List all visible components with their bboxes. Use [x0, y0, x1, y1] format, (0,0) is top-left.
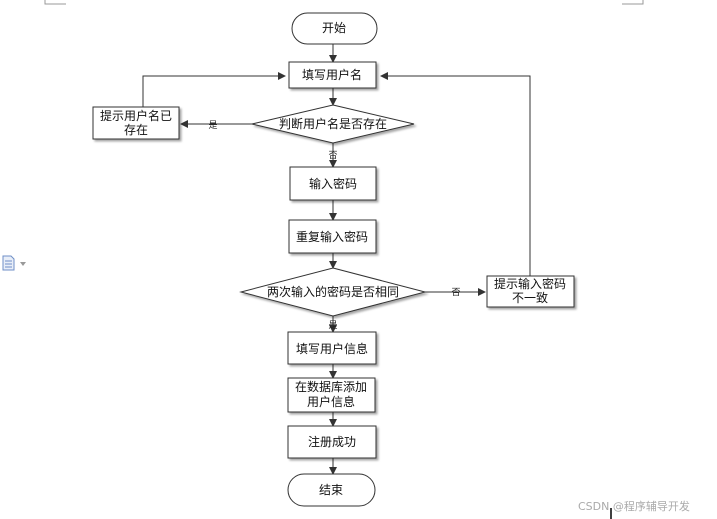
input-password-label: 输入密码	[309, 176, 357, 191]
register-success-label: 注册成功	[308, 434, 356, 449]
start-terminal	[291, 12, 378, 45]
db-add-label-2: 用户信息	[307, 394, 355, 409]
page-corner-marks	[44, 0, 644, 5]
mismatch-label-2: 不一致	[512, 291, 548, 305]
db-add-label-1: 在数据库添加	[295, 379, 367, 394]
username-exists-label-1: 提示用户名已	[100, 108, 172, 123]
check-exists-label: 判断用户名是否存在	[279, 116, 387, 131]
start-label: 开始	[322, 21, 346, 35]
edge-label-same-yes: 是	[328, 320, 337, 331]
document-icon[interactable]	[2, 255, 26, 271]
mismatch-label-1: 提示输入密码	[494, 276, 566, 291]
mismatch-box	[486, 275, 575, 308]
register-success-box	[287, 425, 377, 459]
repeat-password-box	[288, 219, 377, 254]
fill-username-label: 填写用户名	[302, 67, 362, 82]
fill-info-label: 填写用户信息	[296, 341, 368, 356]
end-terminal	[287, 473, 376, 507]
edge-exists-back-to-fill-username	[142, 72, 286, 107]
input-password-box	[289, 166, 377, 201]
db-add-box	[287, 377, 376, 413]
check-exists-decision	[251, 104, 415, 144]
edge-mismatch-back-to-fill-username	[380, 72, 531, 276]
check-same-label: 两次输入的密码是否相同	[267, 284, 399, 299]
edge-label-same-no: 否	[451, 287, 460, 298]
username-exists-box	[92, 106, 180, 140]
check-same-decision	[239, 267, 427, 317]
watermark-text: CSDN @程序辅导开发	[578, 499, 690, 513]
fill-username-box	[288, 61, 377, 89]
username-exists-label-2: 存在	[124, 123, 148, 137]
repeat-password-label: 重复输入密码	[296, 229, 368, 244]
edge-label-exists-yes: 是	[208, 120, 217, 131]
end-label: 结束	[319, 483, 343, 497]
fill-info-box	[287, 331, 377, 365]
edge-label-exists-no: 否	[328, 150, 337, 161]
